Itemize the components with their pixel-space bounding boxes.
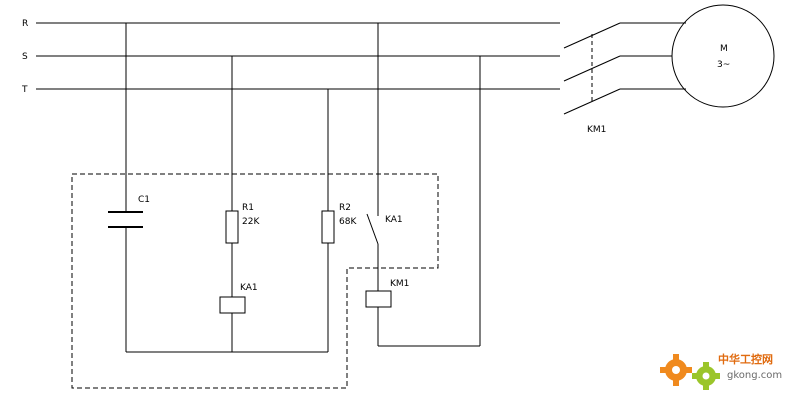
r2-value: 68K bbox=[339, 217, 357, 227]
gear-icon bbox=[660, 354, 720, 390]
km1-coil-label: KM1 bbox=[390, 279, 409, 289]
motor-phases: 3~ bbox=[717, 60, 730, 70]
label-r: R bbox=[22, 19, 28, 29]
r1-value: 22K bbox=[242, 217, 260, 227]
watermark: 中华工控网 gkong.com bbox=[660, 352, 782, 390]
r2-name: R2 bbox=[339, 203, 351, 213]
capacitor-branch bbox=[108, 23, 143, 352]
ka1-coil-label: KA1 bbox=[240, 283, 258, 293]
motor-label: M bbox=[720, 44, 728, 54]
watermark-url: gkong.com bbox=[727, 370, 782, 381]
km1-contact-label: KM1 bbox=[587, 125, 606, 135]
r1-branch bbox=[219, 56, 246, 352]
watermark-cn-text: 中华工控网 bbox=[718, 352, 773, 366]
r1-name: R1 bbox=[242, 203, 254, 213]
ka1-contact-label: KA1 bbox=[385, 215, 403, 225]
r2-branch bbox=[321, 89, 335, 352]
km1-main-contacts bbox=[563, 22, 686, 115]
label-t: T bbox=[21, 85, 28, 95]
c1-label: C1 bbox=[138, 195, 150, 205]
ka1-km1-branch bbox=[365, 23, 481, 347]
module-outline bbox=[71, 173, 439, 389]
motor-circle bbox=[671, 4, 775, 108]
label-s: S bbox=[22, 52, 28, 62]
